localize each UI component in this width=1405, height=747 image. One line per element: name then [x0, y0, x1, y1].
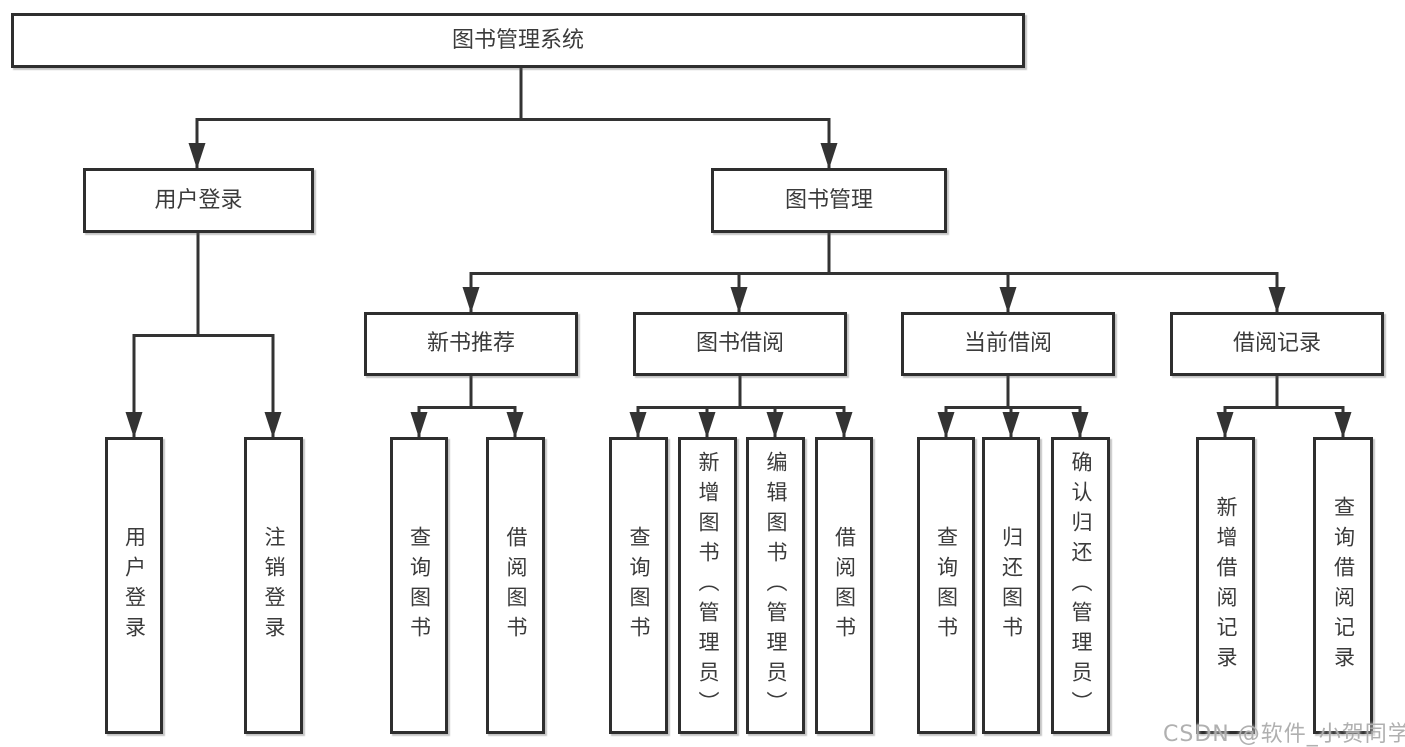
node-label: 查询图书: [407, 525, 432, 646]
node-label: 用户登录: [154, 187, 243, 213]
node-book-borrowing: 图书借阅: [633, 312, 847, 376]
node-label: 确认归还（管理员）: [1069, 450, 1093, 721]
node-label: 注销登录: [262, 525, 286, 646]
node-leaf-query-books-recommend: 查询图书: [390, 437, 448, 734]
node-label: 图书借阅: [695, 331, 784, 356]
node-library-management-system: 图书管理系统: [11, 13, 1025, 68]
node-leaf-edit-books-admin: 编辑图书（管理员）: [746, 437, 805, 734]
node-label: 新增借阅记录: [1214, 495, 1238, 676]
node-label: 新书推荐: [426, 331, 515, 356]
node-leaf-confirm-return-admin: 确认归还（管理员）: [1051, 437, 1110, 734]
node-leaf-add-borrow-record: 新增借阅记录: [1196, 437, 1255, 734]
node-leaf-logout: 注销登录: [244, 437, 303, 734]
node-leaf-borrow-books: 借阅图书: [815, 437, 873, 734]
node-leaf-query-books-borrowing: 查询图书: [609, 437, 668, 734]
node-leaf-borrow-books-recommend: 借阅图书: [486, 437, 545, 734]
node-current-borrowing: 当前借阅: [901, 312, 1115, 376]
node-user-login-module: 用户登录: [83, 168, 314, 233]
node-leaf-query-books-current: 查询图书: [917, 437, 975, 734]
node-borrowing-records: 借阅记录: [1170, 312, 1384, 376]
node-label: 新增图书（管理员）: [696, 450, 720, 721]
node-label: 图书管理: [784, 187, 873, 213]
watermark-text: CSDN @软件_小贺同学: [1163, 722, 1405, 747]
node-label: 归还图书: [999, 525, 1024, 646]
node-label: 用户登录: [122, 525, 147, 646]
node-leaf-user-login: 用户登录: [105, 437, 163, 734]
node-new-book-recommendation: 新书推荐: [364, 312, 578, 376]
node-label: 借阅图书: [832, 525, 857, 646]
node-leaf-add-books-admin: 新增图书（管理员）: [678, 437, 737, 734]
node-label: 编辑图书（管理员）: [764, 450, 788, 721]
node-label: 当前借阅: [963, 331, 1052, 356]
node-label: 查询借阅记录: [1331, 495, 1356, 676]
node-label: 图书管理系统: [451, 27, 584, 53]
node-leaf-query-borrow-record: 查询借阅记录: [1313, 437, 1373, 734]
node-leaf-return-books: 归还图书: [982, 437, 1040, 734]
node-label: 借阅图书: [504, 525, 528, 646]
node-book-management: 图书管理: [711, 168, 947, 233]
node-label: 查询图书: [627, 525, 651, 646]
node-label: 查询图书: [934, 525, 959, 646]
node-label: 借阅记录: [1232, 331, 1321, 356]
